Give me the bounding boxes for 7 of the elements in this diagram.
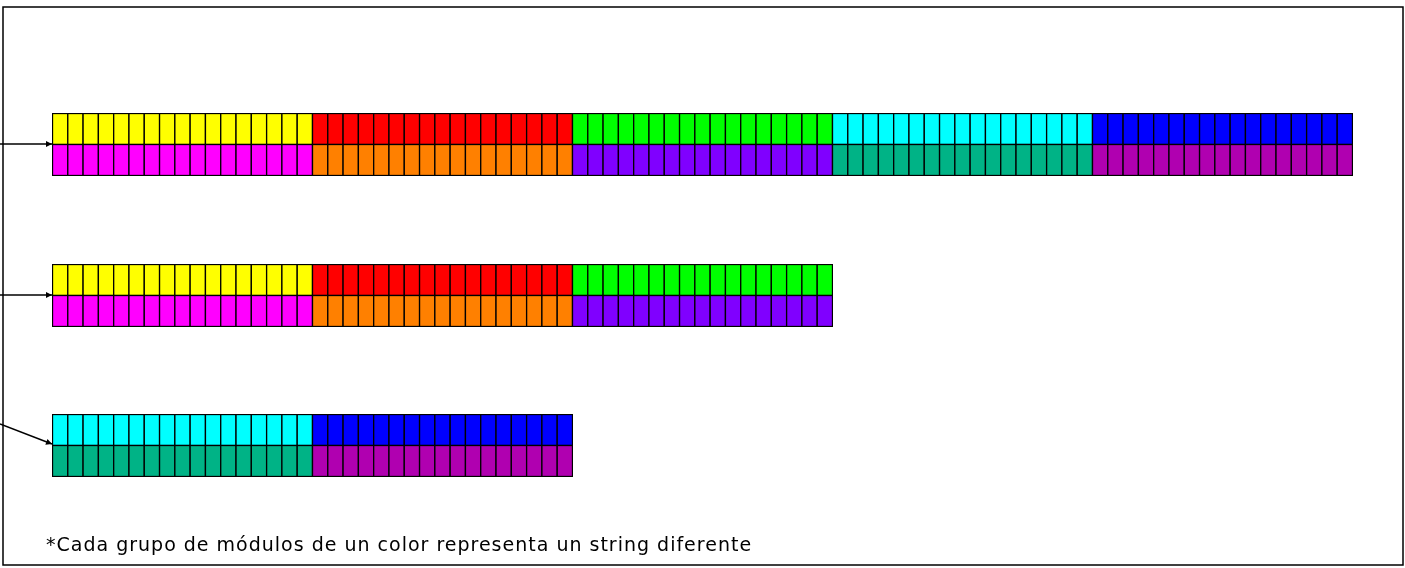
arrow xyxy=(0,292,53,298)
solar-module-array xyxy=(52,113,1353,176)
arrow xyxy=(0,141,53,147)
solar-module-array xyxy=(52,414,573,477)
solar-module-array xyxy=(52,264,833,327)
arrow xyxy=(0,423,53,445)
footnote: *Cada grupo de módulos de un color representa un string diferente xyxy=(46,533,753,555)
